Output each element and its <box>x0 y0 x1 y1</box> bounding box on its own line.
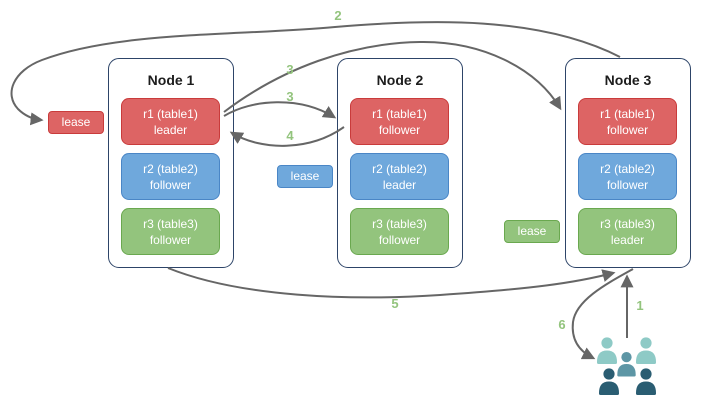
replica-label: r3 (table3) <box>600 217 655 231</box>
arrow-step5-node1-to-gateway <box>167 267 616 299</box>
lease-badge-table2: lease <box>277 165 333 188</box>
users-person-dark-right <box>636 368 656 395</box>
users-person-light-right <box>636 337 656 364</box>
replica-label: r2 (table2) <box>372 162 427 176</box>
step-label-3-to-node2: 3 <box>286 89 294 104</box>
users-person-dark-left <box>599 368 619 395</box>
node-2-replica-r1: r1 (table1) follower <box>350 98 449 145</box>
node-1-title: Node 1 <box>147 72 195 88</box>
step-label-3-to-node3: 3 <box>286 62 294 77</box>
node-1-replica-r1: r1 (table1) leader <box>121 98 220 145</box>
replica-role: follower <box>606 178 649 193</box>
node-1-replica-r2: r2 (table2) follower <box>121 153 220 200</box>
node-3-replica-r1: r1 (table1) follower <box>578 98 677 145</box>
replica-role: follower <box>378 123 421 138</box>
node-3-container: Node 3 r1 (table1) follower r2 (table2) … <box>565 58 691 268</box>
node-1-replica-r3: r3 (table3) follower <box>121 208 220 255</box>
replica-role: leader <box>382 178 417 193</box>
node-2-container: Node 2 r1 (table1) follower r2 (table2) … <box>337 58 463 268</box>
replica-label: r2 (table2) <box>600 162 655 176</box>
node-3-replica-r3: r3 (table3) leader <box>578 208 677 255</box>
node-2-replica-r2: r2 (table2) leader <box>350 153 449 200</box>
replica-label: r2 (table2) <box>143 162 198 176</box>
step-label-4: 4 <box>286 128 294 143</box>
replica-label: r1 (table1) <box>143 107 198 121</box>
node-3-title: Node 3 <box>604 72 652 88</box>
replica-role: leader <box>153 123 188 138</box>
users-icon <box>597 337 656 395</box>
lease-badge-table1: lease <box>48 111 104 134</box>
replica-label: r3 (table3) <box>372 217 427 231</box>
arrow-step3-leader-to-node2-follower <box>223 101 337 119</box>
users-person-medium-middle <box>617 352 636 377</box>
replica-label: r3 (table3) <box>143 217 198 231</box>
node-2-title: Node 2 <box>376 72 424 88</box>
replica-role: follower <box>149 178 192 193</box>
replica-label: r1 (table1) <box>372 107 427 121</box>
step-label-6: 6 <box>558 317 566 332</box>
replica-role: follower <box>149 233 192 248</box>
replica-label: r1 (table1) <box>600 107 655 121</box>
arrow-step2-gateway-to-lease <box>10 21 621 126</box>
users-person-light-left <box>597 337 617 364</box>
step-label-5: 5 <box>391 296 399 311</box>
step-label-2: 2 <box>334 8 342 23</box>
lease-badge-table3: lease <box>504 220 560 243</box>
replica-role: leader <box>610 233 645 248</box>
replica-role: follower <box>606 123 649 138</box>
node-3-replica-r2: r2 (table2) follower <box>578 153 677 200</box>
node-2-replica-r3: r3 (table3) follower <box>350 208 449 255</box>
step-label-1: 1 <box>636 298 644 313</box>
node-1-container: Node 1 r1 (table1) leader r2 (table2) fo… <box>108 58 234 268</box>
replica-role: follower <box>378 233 421 248</box>
